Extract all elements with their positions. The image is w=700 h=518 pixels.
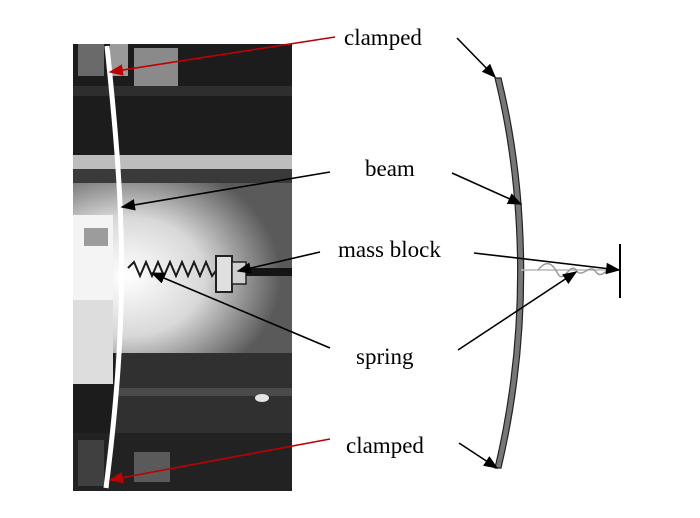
arrow-clamped-bottom-photo [108,438,331,484]
schematic-spring [537,262,615,278]
arrow-clamped-bottom-schematic [458,442,499,469]
bottom-clamp-block-left [78,440,104,486]
label-clamped-top: clamped [344,25,422,50]
arrow-clamped-top-photo [108,36,336,76]
arrow-mass-block-photo [236,251,321,274]
rail-top [73,155,292,169]
label-clamped-bottom: clamped [346,433,424,458]
top-clamp-block-right [134,48,178,90]
arrow-beam-photo [120,171,331,211]
top-clamp-block-left [78,44,104,76]
arrow-beam-schematic [451,172,523,205]
annotation-arrows [108,36,621,484]
label-beam: beam [365,156,415,181]
arrow-spring-photo [150,272,331,349]
label-mass-block: mass block [338,237,441,262]
photo-beam [103,45,125,489]
photo-spring [127,259,219,279]
bottom-clamp-block-right [134,452,170,482]
schematic-beam [494,77,525,469]
label-spring: spring [356,344,414,369]
arrow-mass-block-schematic [473,252,621,275]
photo-mass-block [215,255,233,293]
arrow-clamped-top-schematic [456,37,497,79]
arrow-spring-schematic [457,271,578,351]
experiment-photo [73,44,292,491]
schematic [494,77,621,469]
